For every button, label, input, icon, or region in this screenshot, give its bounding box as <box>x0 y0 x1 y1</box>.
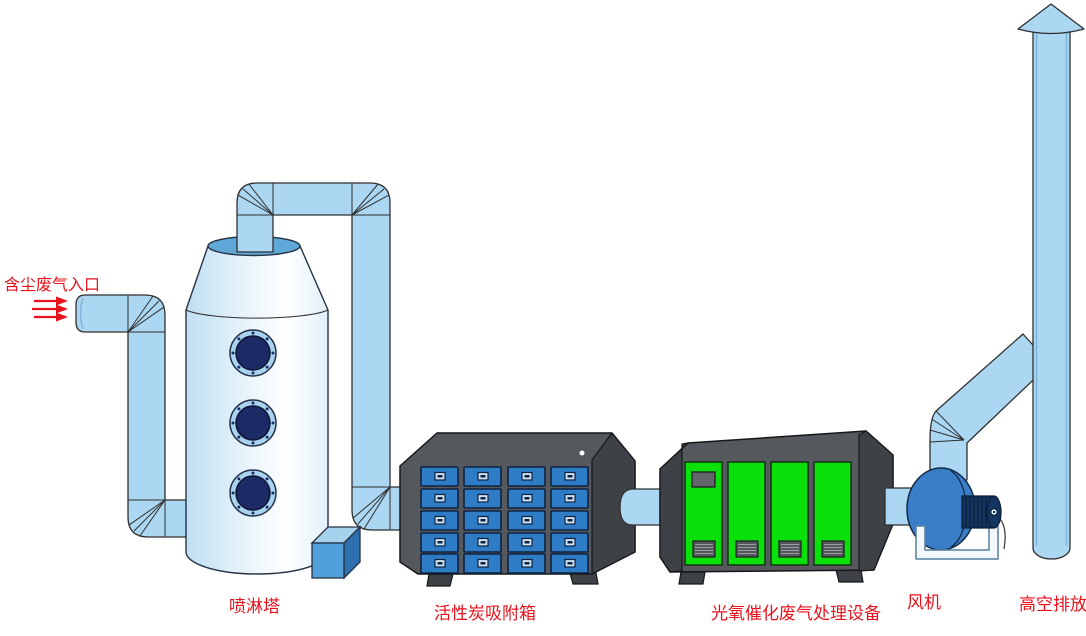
carbon-drawer <box>420 510 459 531</box>
carbon-drawer <box>550 553 589 574</box>
control-display <box>691 471 716 488</box>
indicator-dot <box>579 450 585 456</box>
porthole <box>229 329 277 377</box>
vent-grille-icon <box>821 540 845 558</box>
carbon-drawer <box>463 510 502 531</box>
carbon-drawer <box>550 532 589 553</box>
carbon-drawer <box>463 466 502 487</box>
exhaust-stack <box>1017 3 1085 560</box>
carbon-drawer <box>420 488 459 509</box>
vent-grille-icon <box>692 540 716 558</box>
carbon-drawer <box>507 553 546 574</box>
carbon-drawer <box>420 532 459 553</box>
carbon-drawer <box>463 488 502 509</box>
fan-label: 风机 <box>907 593 941 612</box>
fan-motor <box>961 495 1002 529</box>
carbon-drawer <box>507 488 546 509</box>
stack-arrow-icon <box>1017 3 1085 35</box>
overhead-duct <box>236 182 409 531</box>
spray-tower <box>185 235 329 575</box>
porthole <box>229 399 277 447</box>
inlet-duct <box>75 294 189 538</box>
carbon-drawer <box>507 466 546 487</box>
tower-drain-box <box>310 525 362 580</box>
fan-unit <box>906 467 1006 560</box>
carbon-drawer <box>507 532 546 553</box>
connecting-pipe <box>619 488 669 526</box>
porthole <box>229 469 277 517</box>
stack-label: 高空排放 <box>1019 595 1086 614</box>
uv-panel-row <box>684 461 852 566</box>
fan-outlet-duct <box>929 333 1051 481</box>
photo-catalytic-unit <box>659 430 894 585</box>
inlet-label: 含尘废气入口 <box>4 276 100 294</box>
carbon-drawer <box>463 532 502 553</box>
carbon-adsorption-box <box>399 432 636 587</box>
carbon-box-label: 活性炭吸附箱 <box>434 604 536 623</box>
vent-grille-icon <box>735 540 759 558</box>
flow-arrows-icon <box>32 296 68 322</box>
carbon-drawer <box>507 510 546 531</box>
spray-tower-label: 喷淋塔 <box>229 597 280 616</box>
carbon-drawer <box>420 466 459 487</box>
carbon-drawer <box>550 510 589 531</box>
photo-unit-label: 光氧催化废气处理设备 <box>711 604 881 623</box>
vent-grille-icon <box>778 540 802 558</box>
carbon-drawer <box>463 553 502 574</box>
carbon-drawer <box>420 553 459 574</box>
carbon-drawer <box>550 466 589 487</box>
carbon-drawer <box>550 488 589 509</box>
